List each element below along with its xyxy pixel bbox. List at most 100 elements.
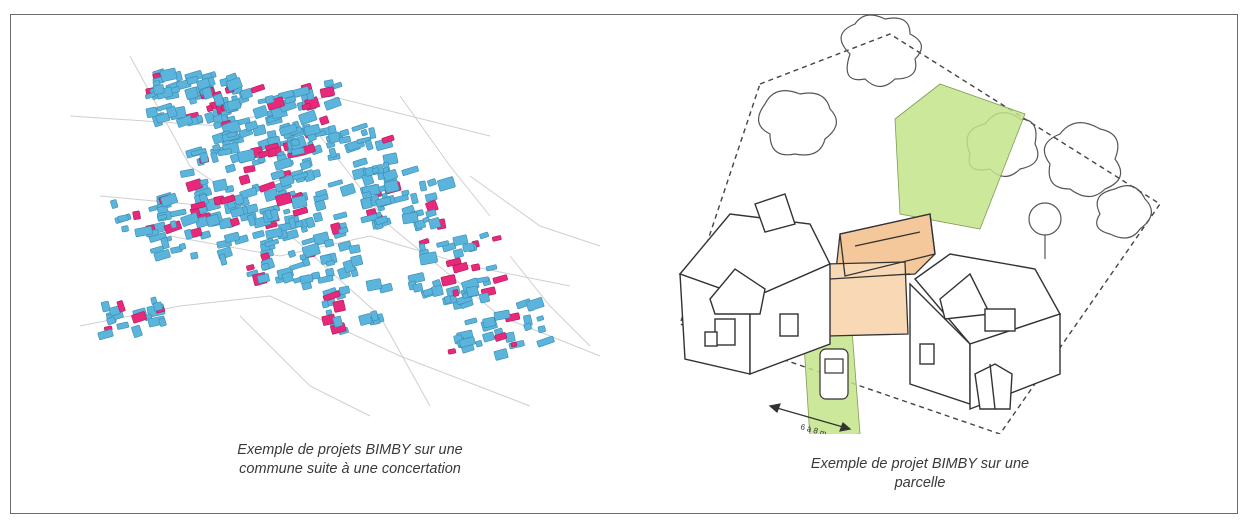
existing-building: [375, 196, 392, 208]
garden-strip-back: [894, 83, 1026, 230]
existing-building: [170, 220, 177, 229]
existing-building: [321, 300, 329, 309]
existing-building: [407, 272, 426, 285]
existing-building: [365, 278, 383, 292]
new-project-building: [257, 150, 270, 159]
existing-building: [437, 176, 456, 192]
existing-building: [328, 147, 337, 158]
existing-building: [157, 213, 168, 221]
existing-building: [493, 348, 509, 361]
existing-building: [325, 309, 333, 316]
caption-left-line1: Exemple de projets BIMBY sur une: [237, 442, 463, 458]
existing-building: [298, 109, 318, 126]
new-project-building: [332, 299, 346, 313]
existing-building: [458, 336, 476, 348]
new-project-building: [265, 142, 279, 151]
existing-building: [204, 111, 216, 124]
existing-building: [493, 309, 511, 321]
existing-building: [424, 192, 438, 202]
existing-building: [270, 169, 285, 181]
existing-building: [327, 179, 343, 188]
existing-building: [291, 147, 305, 156]
existing-building: [350, 254, 364, 267]
existing-building: [478, 292, 491, 304]
existing-building: [360, 213, 378, 224]
existing-building: [252, 230, 265, 239]
new-project-building: [492, 235, 502, 242]
new-project-building: [292, 206, 309, 217]
existing-building: [333, 211, 348, 221]
existing-building: [332, 315, 343, 328]
existing-building: [279, 174, 295, 188]
existing-building: [158, 317, 167, 327]
existing-building: [328, 131, 341, 144]
existing-building: [301, 237, 316, 246]
existing-building: [196, 114, 204, 123]
existing-building: [199, 152, 209, 164]
existing-building: [201, 86, 214, 100]
existing-building: [180, 212, 200, 227]
existing-building: [252, 105, 269, 119]
existing-building: [401, 211, 419, 225]
new-project-building: [418, 238, 430, 246]
existing-building: [190, 148, 207, 157]
existing-building: [225, 163, 236, 174]
dimension-arrow: [768, 403, 852, 432]
existing-building: [428, 217, 442, 230]
existing-building: [536, 335, 555, 348]
existing-building: [315, 189, 328, 198]
new-project-building: [132, 210, 141, 221]
existing-building: [338, 226, 349, 235]
new-project-building: [131, 311, 147, 324]
town-map-svg: [70, 56, 601, 417]
existing-building: [462, 242, 475, 253]
new-project-building: [229, 217, 240, 227]
new-project-building: [492, 274, 508, 284]
existing-building: [219, 253, 228, 266]
new-project-building: [238, 174, 251, 186]
caption-left: Exemple de projets BIMBY sur une commune…: [150, 441, 550, 479]
existing-building: [244, 120, 259, 132]
new-project-building: [381, 134, 395, 144]
existing-building: [479, 231, 489, 240]
existing-building: [348, 244, 361, 254]
house-middle: [829, 213, 936, 280]
existing-building: [360, 129, 368, 137]
existing-building: [213, 121, 222, 130]
existing-building: [153, 249, 171, 262]
existing-building: [116, 321, 130, 330]
new-project-building: [246, 264, 255, 271]
existing-building: [412, 282, 424, 293]
existing-building: [263, 188, 279, 202]
existing-building: [301, 242, 321, 259]
existing-building: [176, 114, 193, 128]
new-project-building: [510, 341, 518, 348]
existing-building: [372, 167, 380, 174]
new-project-building: [452, 262, 469, 274]
caption-right-line1: Exemple de projet BIMBY sur une: [810, 456, 1030, 472]
existing-building: [265, 95, 275, 104]
existing-building: [425, 209, 437, 218]
existing-building: [537, 325, 546, 334]
existing-building: [305, 216, 316, 229]
town-map-illustration: [70, 56, 610, 426]
existing-building: [246, 214, 257, 227]
existing-building: [419, 251, 438, 266]
existing-building: [230, 206, 245, 218]
existing-building: [239, 88, 253, 100]
existing-building: [288, 217, 297, 229]
existing-building: [152, 301, 163, 312]
new-project-building: [319, 86, 335, 98]
existing-building: [150, 245, 164, 254]
existing-building: [179, 243, 187, 250]
existing-building: [121, 225, 129, 233]
existing-building: [131, 324, 143, 338]
existing-building: [364, 139, 374, 151]
house-right: [909, 253, 1062, 411]
existing-building: [179, 168, 195, 178]
new-project-building: [440, 274, 457, 287]
existing-building: [482, 316, 496, 329]
existing-building: [375, 215, 389, 225]
caption-right: Exemple de projet BIMBY sur une parcelle: [720, 455, 1120, 493]
existing-building: [100, 300, 111, 313]
